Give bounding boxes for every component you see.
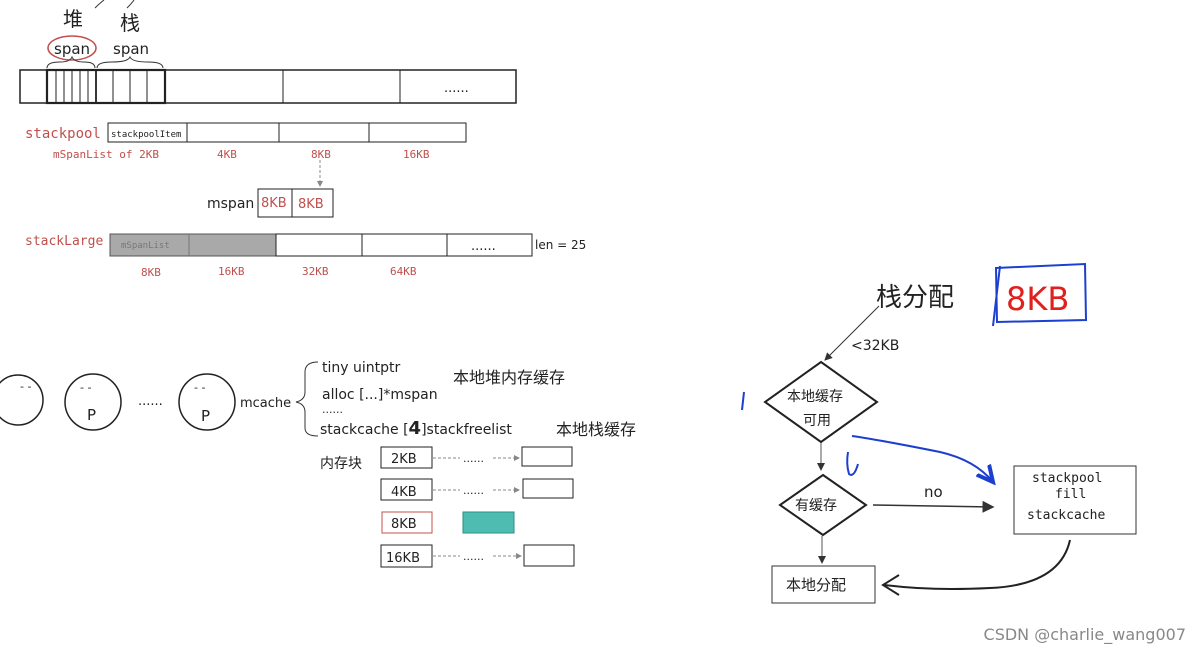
tick-mark-left bbox=[94, 0, 105, 9]
face-3-eyes: - - bbox=[194, 381, 205, 394]
stacklarge-cells bbox=[109, 233, 533, 257]
tick-mark-right bbox=[126, 0, 135, 9]
mcache-note-heap: 本地堆内存缓存 bbox=[453, 368, 565, 387]
box-stackpool-fill bbox=[1013, 465, 1137, 535]
mem-block-highlight bbox=[462, 511, 515, 534]
stackpool-item-label: stackpoolItem bbox=[111, 130, 181, 140]
mem-block-size: 2KB bbox=[391, 452, 417, 467]
brace-left bbox=[46, 55, 96, 69]
flow-title: 栈分配 bbox=[876, 283, 954, 313]
span-label-left: span bbox=[54, 40, 90, 58]
mem-block-row: 4KB ...... bbox=[380, 478, 574, 501]
stackpool-sub-16kb: 16KB bbox=[403, 148, 430, 161]
mem-block-row: 8KB bbox=[381, 511, 515, 534]
alloc-label: 本地分配 bbox=[786, 576, 846, 594]
watermark-text: CSDN @charlie_wang007 bbox=[984, 625, 1186, 645]
flow-arrow-fill-return bbox=[884, 539, 1071, 590]
span-circle bbox=[47, 35, 97, 61]
stack-char: 栈 bbox=[120, 11, 140, 35]
mem-block-row: 2KB ...... bbox=[380, 446, 573, 469]
goroutine-face-1: - - bbox=[0, 374, 44, 426]
mspan-label: mspan bbox=[207, 196, 254, 212]
arena-bar bbox=[19, 68, 517, 105]
size-badge: 8KB bbox=[1006, 280, 1069, 318]
mem-block-size: 8KB bbox=[391, 517, 417, 532]
flow-no-label: no bbox=[924, 483, 943, 501]
goroutine-dots: ...... bbox=[138, 394, 163, 409]
stackpool-sub-8kb: 8KB bbox=[311, 148, 331, 161]
mcache-field-alloc: alloc [...]*mspan bbox=[322, 387, 438, 403]
mem-block-dots: ...... bbox=[463, 484, 484, 497]
stacklarge-sub-64kb: 64KB bbox=[390, 265, 417, 278]
blue-mark-check bbox=[846, 451, 859, 476]
face-1-eyes: - - bbox=[20, 380, 31, 393]
mem-block-dots: ...... bbox=[463, 550, 484, 563]
diamond-has-cache bbox=[778, 473, 868, 537]
stackpool-sub-4kb: 4KB bbox=[217, 148, 237, 161]
fill-line3: stackcache bbox=[1027, 508, 1105, 523]
stacklarge-label: stackLarge bbox=[25, 234, 103, 249]
face-2-letter: P bbox=[87, 406, 96, 424]
mcache-field-tiny: tiny uintptr bbox=[322, 360, 400, 376]
diamond-cache-available bbox=[763, 360, 879, 444]
mem-block-dots: ...... bbox=[463, 452, 484, 465]
mcache-label: mcache bbox=[240, 396, 291, 411]
stacklarge-sub-16kb: 16KB bbox=[218, 265, 245, 278]
diamond2-label: 有缓存 bbox=[795, 498, 837, 514]
mcache-field-dots: ...... bbox=[322, 403, 343, 416]
goroutine-face-2: - - P bbox=[64, 373, 122, 431]
mcache-note-stack: 本地栈缓存 bbox=[556, 420, 636, 439]
goroutine-face-3: - - P bbox=[178, 373, 236, 431]
arena-dots: ...... bbox=[444, 81, 469, 96]
stackpool-cells bbox=[107, 122, 467, 143]
mcache-brace bbox=[295, 361, 319, 437]
stacklarge-dots: ...... bbox=[471, 239, 496, 254]
fill-line1: stackpool bbox=[1032, 471, 1102, 486]
flow-condition: <32KB bbox=[851, 338, 899, 354]
badge-stroke bbox=[992, 265, 1001, 327]
blue-arrow-to-fill bbox=[851, 435, 993, 482]
mem-block-size: 4KB bbox=[391, 485, 417, 500]
diamond1-line1: 本地缓存 bbox=[787, 389, 843, 405]
mem-blocks-title: 内存块 bbox=[320, 456, 362, 472]
face-3-letter: P bbox=[201, 407, 210, 425]
mem-block-size: 16KB bbox=[386, 551, 420, 566]
diamond1-line2: 可用 bbox=[803, 413, 831, 429]
face-2-eyes: - - bbox=[80, 381, 91, 394]
fill-line2: fill bbox=[1055, 487, 1086, 502]
stackpool-sub-2kb: mSpanList of 2KB bbox=[53, 148, 159, 161]
badge-box bbox=[994, 262, 1088, 324]
mspan-cell-2: 8KB bbox=[298, 197, 324, 212]
stacklarge-sub-32kb: 32KB bbox=[302, 265, 329, 278]
box-local-alloc bbox=[771, 565, 876, 604]
flow-arrow-entry bbox=[824, 305, 880, 361]
mspan-cells bbox=[257, 188, 334, 218]
mem-block-target bbox=[521, 446, 573, 467]
span-label-right: span bbox=[113, 40, 149, 58]
mem-block-target bbox=[523, 544, 575, 567]
stackpool-label: stackpool bbox=[25, 126, 101, 142]
flow-arrow-no bbox=[872, 500, 995, 513]
mem-block-target bbox=[522, 478, 574, 499]
stacklarge-first-cell: mSpanList bbox=[121, 241, 170, 251]
mem-block-row: 16KB ...... bbox=[380, 544, 575, 568]
brace-right bbox=[96, 55, 164, 69]
mspan-cell-1: 8KB bbox=[261, 196, 287, 211]
heap-char: 堆 bbox=[63, 7, 83, 31]
mcache-field-stackcache: stackcache [4]stackfreelist bbox=[320, 418, 512, 439]
flow-arrow-fill-return-head bbox=[881, 574, 900, 596]
stacklarge-len: len = 25 bbox=[535, 238, 586, 252]
blue-mark-left bbox=[741, 391, 745, 411]
stacklarge-sub-8kb: 8KB bbox=[141, 266, 161, 279]
